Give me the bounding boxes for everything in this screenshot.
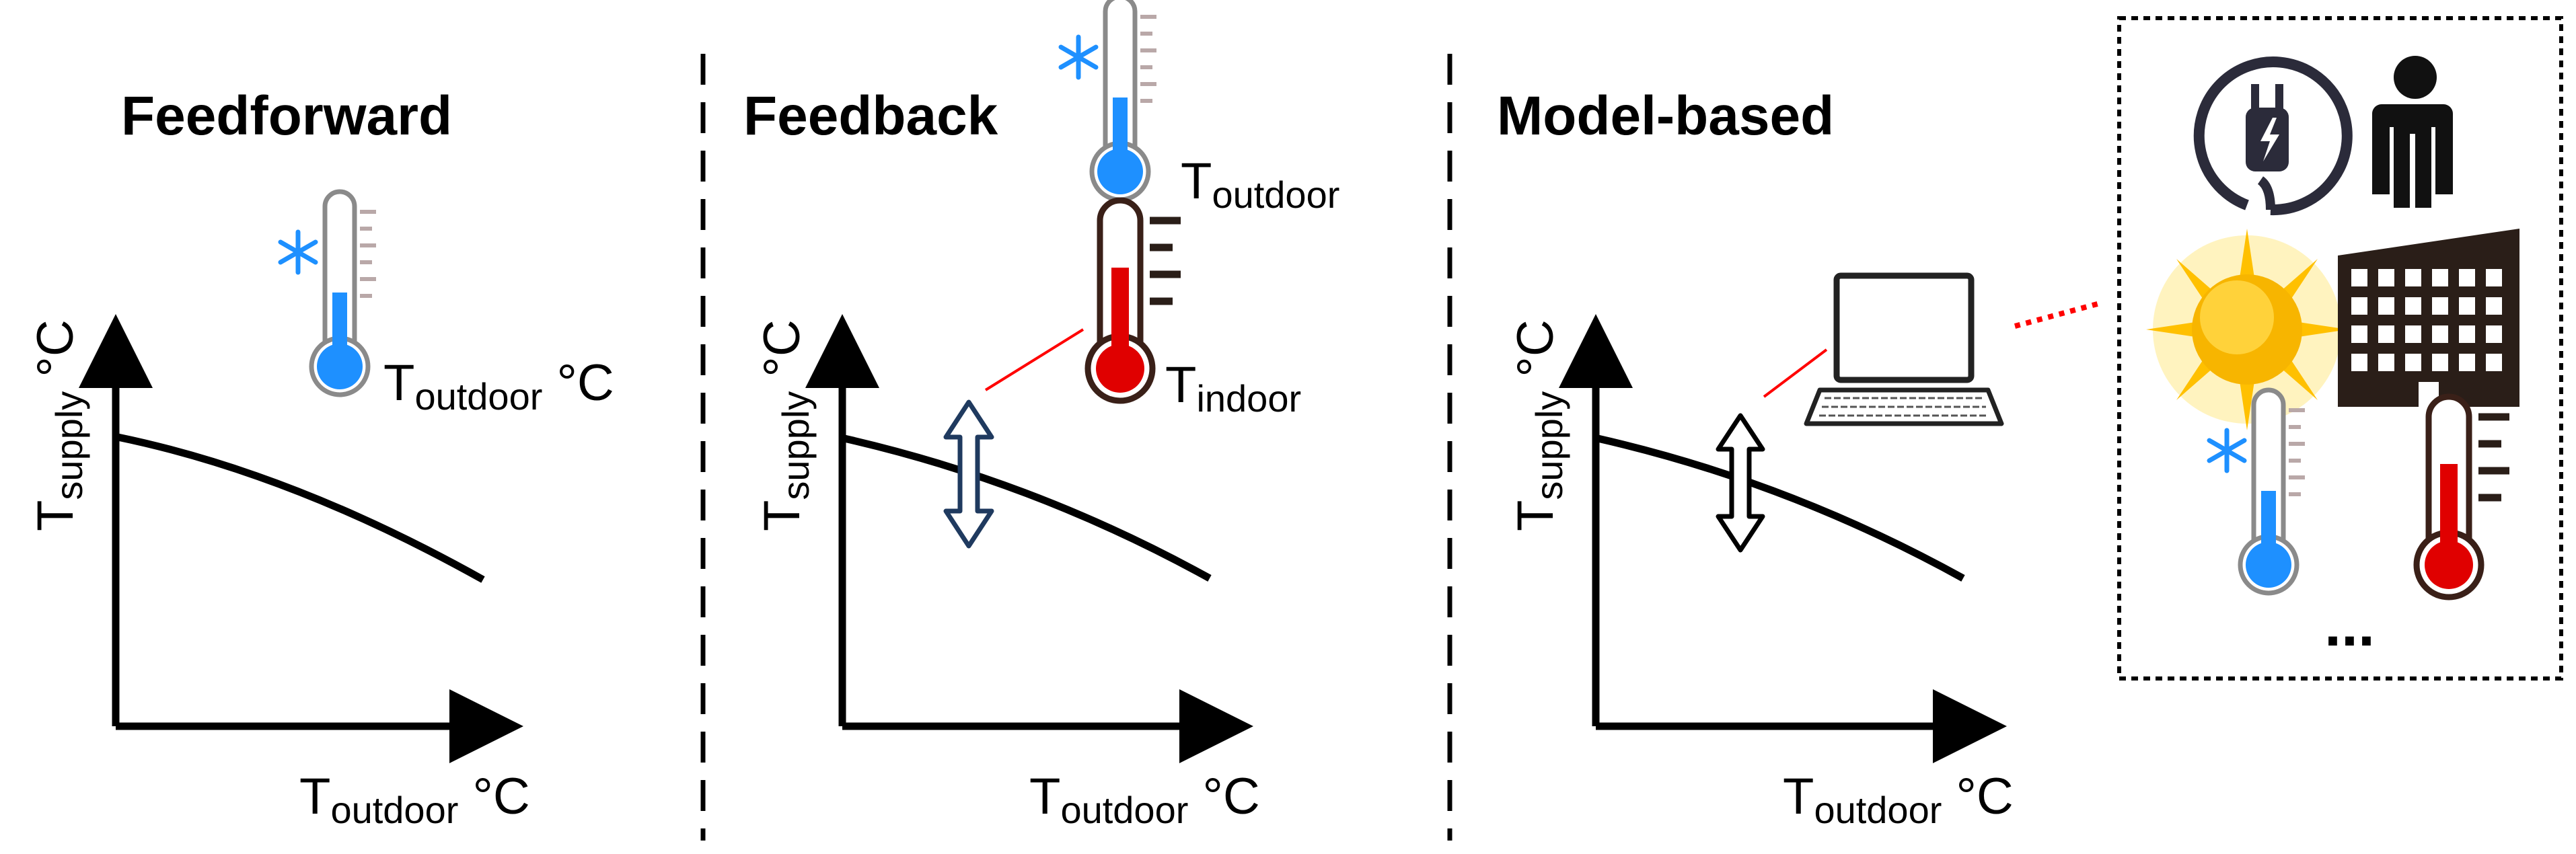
adjust-double-arrow-icon	[1716, 413, 1765, 553]
y-axis-label: Tsupply °C	[753, 319, 817, 531]
building-icon	[2338, 229, 2519, 407]
panel-feedback: Feedback Tsupply °C Toutdoor °C Toutdoor…	[743, 0, 1339, 831]
heating-curve	[116, 433, 485, 583]
x-axis-label: Toutdoor °C	[299, 768, 530, 831]
x-axis-label: Toutdoor °C	[1029, 768, 1260, 831]
ellipsis: ...	[2324, 592, 2375, 659]
outdoor-sensor-label: Toutdoor	[1181, 153, 1339, 216]
panel-feedforward: Feedforward Tsupply °C Toutdoor °C Toutd…	[27, 85, 614, 831]
panel-model-based: Model-based Tsupply °C Toutdoor °C	[1497, 85, 2104, 831]
panel-title: Feedback	[743, 85, 998, 147]
panel-title: Model-based	[1497, 85, 1834, 147]
y-axis-label: Tsupply °C	[27, 319, 90, 531]
indoor-sensor-label: Tindoor	[1165, 356, 1301, 420]
heating-curve	[1596, 434, 1965, 582]
model-inputs-box: ...	[2117, 16, 2563, 681]
person-icon	[2372, 56, 2453, 208]
cold-thermometer-icon	[281, 192, 376, 395]
inputs-link-line	[2014, 300, 2104, 329]
laptop-icon	[1804, 272, 2004, 426]
adjust-double-arrow-icon	[943, 399, 994, 549]
model-link-line	[1763, 348, 1828, 398]
cold-thermometer-icon	[1061, 0, 1156, 200]
outdoor-sensor-label: Toutdoor °C	[383, 354, 614, 418]
panel-title: Feedforward	[121, 85, 452, 147]
power-plug-icon	[2193, 56, 2353, 216]
y-axis-label: Tsupply °C	[1507, 319, 1570, 531]
sun-icon	[2146, 229, 2348, 430]
x-axis-label: Toutdoor °C	[1783, 768, 2014, 831]
heating-curve	[843, 434, 1212, 582]
feedback-link-line	[984, 328, 1084, 391]
